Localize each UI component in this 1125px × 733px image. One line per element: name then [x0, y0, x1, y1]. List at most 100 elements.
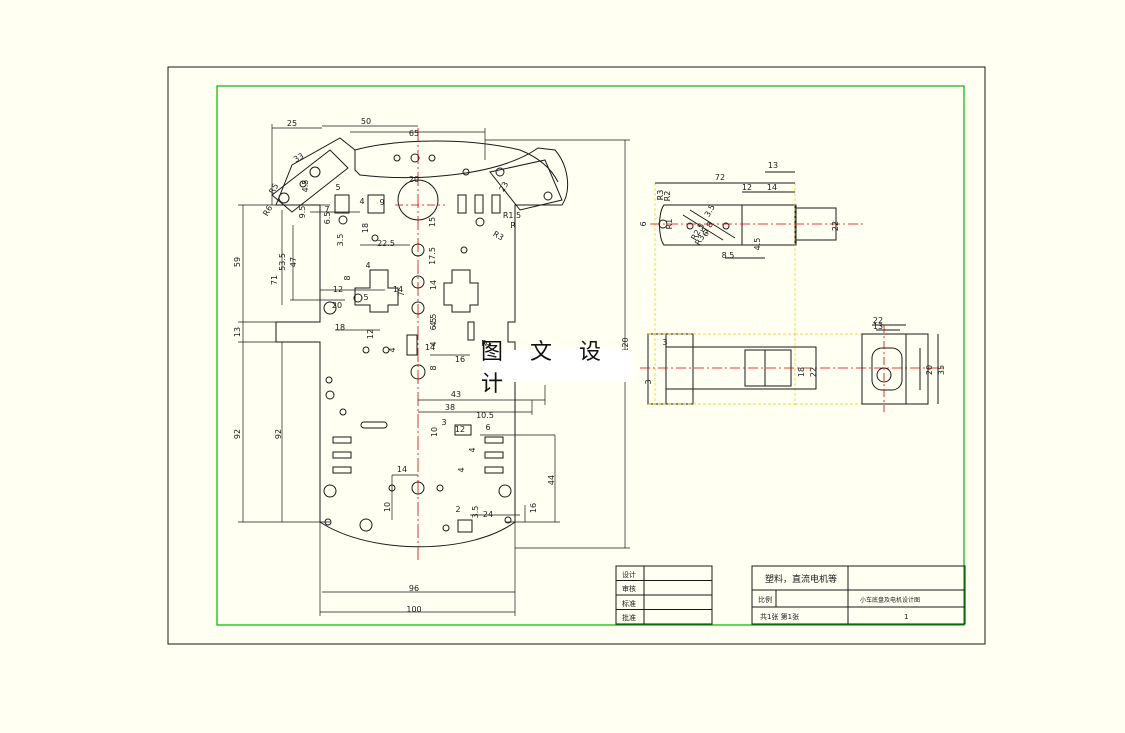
dimension-label: 8.5: [722, 251, 735, 260]
small-hole-3: [371, 234, 379, 242]
left-hole-1: [325, 376, 333, 384]
dimension-label: 14: [767, 183, 777, 192]
dimension-label: 3: [662, 338, 667, 347]
top-hole-1: [393, 154, 401, 162]
cross-cutout-right: [443, 269, 479, 313]
dimension-label: 13: [768, 161, 778, 170]
dimension-label: 120: [621, 337, 630, 352]
dimension-label: 100: [406, 605, 421, 614]
small-hole-2: [475, 217, 485, 227]
tb-drawing-name: 小车底盘及电机设计图: [860, 596, 920, 604]
dimension-label: 18: [797, 367, 806, 377]
slot-c: [491, 194, 501, 214]
top-hole-2: [410, 153, 420, 163]
dimension-label: 16: [455, 355, 465, 364]
arm-hole-1: [278, 192, 290, 204]
dimension-label: 22: [873, 316, 883, 325]
dimension-label: 96: [409, 584, 419, 593]
dimension-label: 35: [937, 365, 946, 375]
dimension-label: 6.5: [323, 212, 332, 225]
dimension-label: 4.5: [753, 238, 762, 251]
dimension-label: 38: [445, 403, 455, 412]
led-slot-2: [332, 451, 352, 459]
dimension-label: 22: [831, 221, 840, 231]
dimension-label: 3.5: [336, 234, 345, 247]
right-slot-1: [484, 436, 504, 444]
dimension-label: 14: [425, 343, 435, 352]
slot-d: [467, 321, 475, 341]
mid-hole-5: [323, 301, 337, 315]
dimension-label: 44: [547, 475, 556, 485]
dimension-label: 4: [429, 341, 438, 346]
motor-front-plate: [665, 333, 694, 405]
outer-border: [167, 66, 986, 645]
dimension-label: 50: [361, 117, 371, 126]
dimension-label: 23: [497, 180, 510, 193]
motor-end-outer: [861, 333, 929, 405]
dimension-label: 6: [701, 229, 711, 238]
right-slot-2: [484, 451, 504, 459]
dimension-label: 20: [332, 301, 342, 310]
tb-row-4: 批准: [622, 613, 636, 622]
dimension-label: 13: [233, 327, 242, 337]
motor-top-outline: [659, 204, 796, 246]
dimension-label: 33: [292, 151, 305, 164]
arm-hole-3: [299, 180, 307, 188]
dimension-label: 16: [529, 503, 538, 513]
dimension-label: 3.5: [471, 506, 480, 519]
left-hole-2: [325, 390, 335, 400]
tb-row-3: 标准: [622, 599, 636, 608]
right-arm: [489, 159, 563, 211]
dimension-label: 4.5: [301, 180, 310, 193]
dimension-label: 6: [639, 221, 648, 226]
dimension-label: 4: [468, 447, 477, 452]
motor-front-view: [647, 333, 870, 405]
motor-top-hole-3: [722, 222, 730, 230]
dimension-label: 2: [455, 505, 460, 514]
tb-part-label: 比例: [758, 595, 772, 604]
led-slot-3: [332, 466, 352, 474]
tb-description: 塑料，直流电机等: [765, 573, 837, 585]
dimension-label: R: [510, 221, 516, 230]
tb-row-2: 审核: [622, 584, 636, 593]
dimension-label: 10.5: [476, 411, 494, 420]
dimension-label: 59: [233, 257, 242, 267]
dimension-label: R6: [261, 204, 274, 218]
small-hole-1: [338, 215, 348, 225]
dimension-label: 12: [742, 183, 752, 192]
long-slot: [360, 421, 388, 429]
left-arm: [271, 149, 349, 213]
dimension-label: 24: [483, 510, 493, 519]
dimension-label: 92: [233, 429, 242, 439]
right-slot-3: [484, 466, 504, 474]
left-hole-3: [339, 408, 347, 416]
dimension-label: 18: [335, 323, 345, 332]
dimension-label: R3: [656, 190, 665, 201]
dimension-label: 43: [451, 390, 461, 399]
dimension-label: 8: [705, 220, 715, 229]
dimension-label: 15: [428, 217, 437, 227]
lower-hole-4: [498, 484, 512, 498]
dimension-label: 13: [873, 322, 883, 331]
dimension-label: R: [481, 339, 487, 348]
title-block-texts: 设计 审核 标准 批准 塑料，直流电机等 比例 小车底盘及电机设计图 共1张 第…: [622, 570, 920, 622]
plate-upper-outline: [275, 137, 569, 548]
dimension-label: 20: [925, 365, 934, 375]
dimension-label: 25: [287, 119, 297, 128]
dimension-label: 12: [333, 285, 343, 294]
dimension-label: 17.5: [428, 247, 437, 265]
dimension-label: 18: [361, 223, 370, 233]
tb-sheet-info: 共1张 第1张: [760, 612, 799, 621]
mid-hole-8: [382, 346, 390, 354]
tb-sheet-number: 1: [904, 613, 908, 621]
dimension-label: 5: [335, 183, 340, 192]
cross-cutout-left: [354, 269, 399, 313]
dimension-label: R1: [665, 219, 674, 230]
plate-dimension-lines: [238, 124, 630, 616]
dimension-label: 3: [441, 418, 446, 427]
dimension-label: 22: [809, 367, 818, 377]
dimension-label: 71: [270, 275, 279, 285]
dimension-label: 9: [485, 340, 490, 349]
dimension-label: R5: [267, 182, 280, 196]
lower-hole-6: [504, 516, 512, 524]
